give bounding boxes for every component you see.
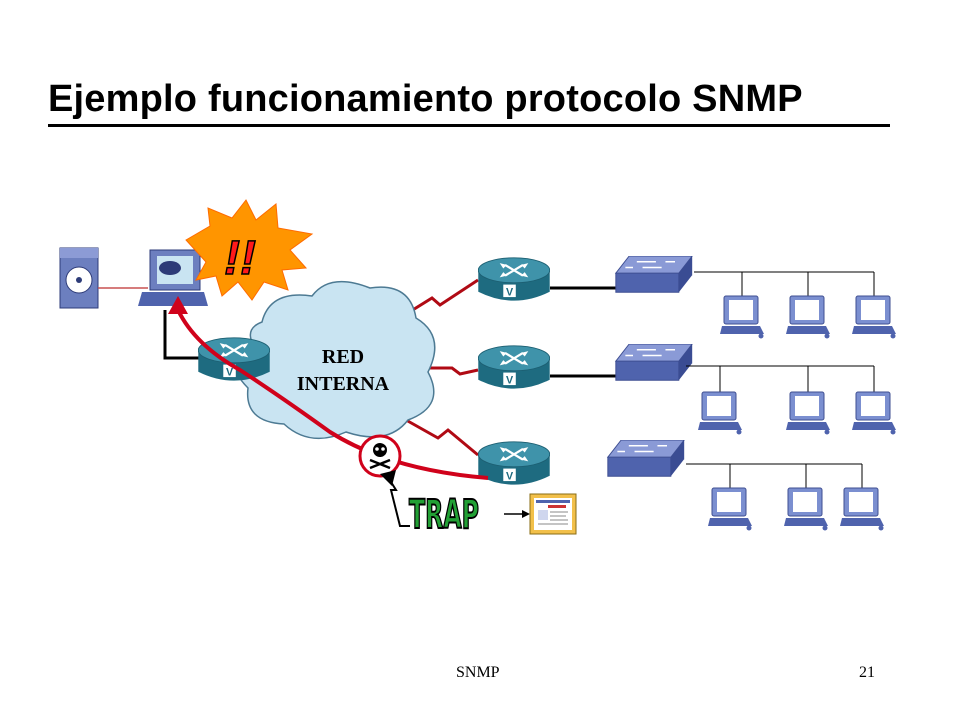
trap-label-arrowhead (380, 470, 396, 486)
alert-label: !! (224, 232, 256, 285)
trap-path (176, 309, 489, 480)
router-icon (198, 336, 270, 382)
pc-icon (784, 487, 829, 531)
router-icon (478, 344, 550, 390)
alert-burst-icon (185, 199, 314, 301)
pc-icon (786, 295, 831, 339)
pc-icon (852, 391, 897, 435)
pc-icon (698, 391, 743, 435)
server-icon (59, 247, 99, 309)
switch-icon (615, 344, 693, 382)
monitor-router-link (163, 310, 206, 360)
pc-icon (840, 487, 885, 531)
trap-arrowhead (168, 296, 188, 314)
cloud-label-line1: RED (322, 346, 364, 368)
pc-icon (852, 295, 897, 339)
router-icon (478, 256, 550, 302)
footer-left-label: SNMP (456, 664, 500, 681)
router-icon (478, 440, 550, 486)
lan-bus-lines (686, 271, 875, 488)
page-number: 21 (859, 664, 875, 681)
cloud-label-line2: INTERNA (297, 373, 390, 395)
wan-link-bottom (405, 418, 479, 457)
pc-icon (708, 487, 753, 531)
monitor-icon (138, 249, 208, 306)
trap-label-arrow (385, 473, 410, 527)
title-underline (48, 124, 890, 127)
wan-link-mid (418, 366, 479, 376)
skull-icon (358, 434, 402, 478)
document-icon (529, 493, 577, 535)
switch-icon (607, 440, 685, 478)
pc-icon (720, 295, 765, 339)
pc-icon (786, 391, 831, 435)
switch-icon (615, 256, 693, 294)
slide-title: Ejemplo funcionamiento protocolo SNMP (48, 78, 803, 120)
wan-link-top (402, 278, 479, 318)
trap-label: TRAP (409, 492, 479, 538)
